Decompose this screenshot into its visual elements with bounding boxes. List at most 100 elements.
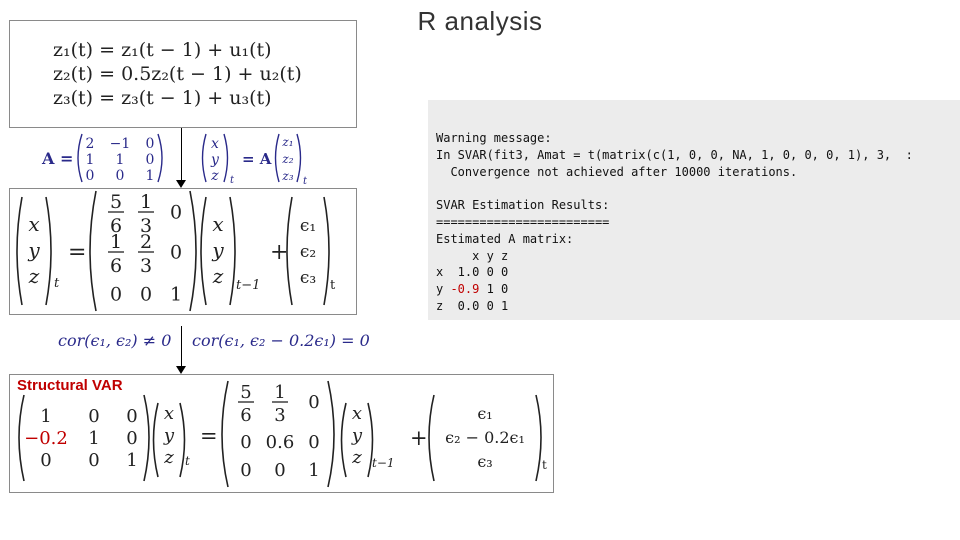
sv-eps-1: ϵ₁ bbox=[477, 404, 492, 423]
sv-a-left-paren bbox=[18, 394, 25, 482]
fraction-denominator: 3 bbox=[140, 255, 152, 277]
eps-sub-t: t bbox=[330, 278, 336, 293]
matrix-cell: 1 bbox=[88, 428, 99, 449]
code-line: x y z bbox=[436, 248, 509, 263]
a-cell: 0 bbox=[86, 168, 95, 184]
matrix-value: 0 bbox=[88, 450, 99, 471]
matrix-value: 1 bbox=[170, 284, 182, 306]
sv-rhs-right-paren bbox=[367, 402, 374, 478]
z-vector-cell: z₃ bbox=[281, 169, 293, 183]
matrix-cell: 0 bbox=[110, 284, 122, 306]
code-line: ======================== bbox=[436, 214, 610, 229]
matrix-cell: −0.2 bbox=[24, 428, 68, 449]
transformation-equation: A = 2 −1 0 1 1 0 0 0 1 x y z t = A z₁ z₂… bbox=[41, 133, 308, 187]
arrow-1-shaft bbox=[181, 128, 182, 180]
matrix-value: 0.6 bbox=[266, 432, 295, 453]
eps-right-paren bbox=[323, 196, 330, 306]
rhs-z: z bbox=[212, 264, 224, 288]
arrow-2-head bbox=[176, 366, 186, 374]
sv-rhs-z: z bbox=[351, 447, 362, 468]
code-line: y bbox=[436, 282, 451, 297]
a-cell: 0 bbox=[116, 168, 125, 184]
matrix-value: 0 bbox=[170, 202, 182, 224]
equals-a: = A bbox=[242, 150, 272, 168]
rhs-y: y bbox=[211, 238, 224, 262]
fraction-numerator: 1 bbox=[274, 382, 285, 403]
matrix-value: 0 bbox=[140, 284, 152, 306]
sv-rhs-y: y bbox=[351, 425, 363, 446]
matrix-cell: 0 bbox=[126, 428, 137, 449]
code-line: Convergence not achieved after 10000 ite… bbox=[436, 164, 798, 179]
arrow-2-shaft bbox=[181, 326, 182, 366]
matrix-value: 0 bbox=[126, 428, 137, 449]
state-equations-box: z₁(t) = z₁(t − 1) + u₁(t) z₂(t) = 0.5z₂(… bbox=[9, 20, 357, 128]
matrix-cell: 0 bbox=[240, 432, 251, 453]
estimated-coefficient-highlight: -0.9 bbox=[450, 282, 480, 297]
fraction-denominator: 6 bbox=[110, 215, 122, 237]
sv-plus-sign: + bbox=[410, 426, 428, 450]
a-cell: 2 bbox=[86, 136, 95, 152]
a-cell: 1 bbox=[116, 152, 125, 168]
equation-z3: z₃(t) = z₃(t − 1) + u₃(t) bbox=[53, 87, 272, 109]
matrix-cell: 16 bbox=[108, 231, 124, 277]
matrix-value: 0 bbox=[110, 284, 122, 306]
sv-coef-right-paren bbox=[327, 380, 335, 488]
matrix-cell: 0 bbox=[126, 406, 137, 427]
lhs-z: z bbox=[28, 264, 40, 288]
a-cell: 0 bbox=[146, 136, 155, 152]
matrix-cell: 56 bbox=[238, 382, 254, 426]
sv-a-right-paren bbox=[143, 394, 150, 482]
rhs-sub-t-minus-1: t−1 bbox=[236, 278, 260, 293]
sv-equals-sign: = bbox=[200, 424, 218, 448]
matrix-value: 0 bbox=[308, 432, 319, 453]
z-vector-left-paren bbox=[274, 133, 280, 183]
sv-lhs-x: x bbox=[164, 403, 174, 424]
matrix-cell: 1 bbox=[126, 450, 137, 471]
matrix-cell: 1 bbox=[40, 406, 51, 427]
matrix-cell: 0 bbox=[170, 202, 182, 224]
matrix-cell: 23 bbox=[138, 231, 154, 277]
fraction-denominator: 6 bbox=[110, 255, 122, 277]
lhs-sub-t: t bbox=[54, 276, 60, 291]
matrix-value: 0 bbox=[240, 460, 251, 481]
a-matrix-left-paren bbox=[77, 133, 83, 183]
lhs-x: x bbox=[28, 212, 39, 236]
matrix-cell: 0 bbox=[88, 406, 99, 427]
sv-lhs-y: y bbox=[163, 425, 175, 446]
matrix-cell: 0 bbox=[170, 242, 182, 264]
rhs-left-paren bbox=[200, 196, 207, 306]
r-output-console: Warning message: In SVAR(fit3, Amat = t(… bbox=[428, 100, 960, 320]
code-line: Estimated A matrix: bbox=[436, 231, 574, 246]
matrix-cell: 0 bbox=[140, 284, 152, 306]
coef-left-paren bbox=[89, 190, 97, 312]
correlation-zero: cor(ϵ₁, ϵ₂ − 0.2ϵ₁) = 0 bbox=[192, 331, 370, 350]
sv-lhs-left-paren bbox=[152, 402, 159, 478]
sv-coef-left-paren bbox=[221, 380, 229, 488]
a-cell: −1 bbox=[110, 136, 131, 152]
eps-left-paren bbox=[286, 196, 293, 306]
fraction-numerator: 2 bbox=[140, 231, 152, 253]
slide-title: R analysis bbox=[417, 6, 543, 36]
sv-eps-left-paren bbox=[428, 394, 435, 482]
a-cell: 0 bbox=[146, 152, 155, 168]
matrix-value: 0 bbox=[274, 460, 285, 481]
code-line: z 0.0 0 1 bbox=[436, 298, 509, 313]
code-line: In SVAR(fit3, Amat = t(matrix(c(1, 0, 0,… bbox=[436, 147, 913, 162]
sv-rhs-left-paren bbox=[340, 402, 347, 478]
matrix-value: 1 bbox=[40, 406, 51, 427]
matrix-cell: 0 bbox=[308, 432, 319, 453]
matrix-value: 0 bbox=[88, 406, 99, 427]
fraction-numerator: 5 bbox=[110, 191, 122, 213]
xyz-right-paren bbox=[223, 133, 229, 183]
sv-eps-sub-t: t bbox=[542, 458, 547, 472]
lhs-y: y bbox=[27, 238, 40, 262]
fraction-denominator: 3 bbox=[140, 215, 152, 237]
equation-z1: z₁(t) = z₁(t − 1) + u₁(t) bbox=[53, 39, 272, 61]
rhs-right-paren bbox=[229, 196, 236, 306]
matrix-cell: 0 bbox=[274, 460, 285, 481]
matrix-cell: 0 bbox=[308, 392, 319, 413]
